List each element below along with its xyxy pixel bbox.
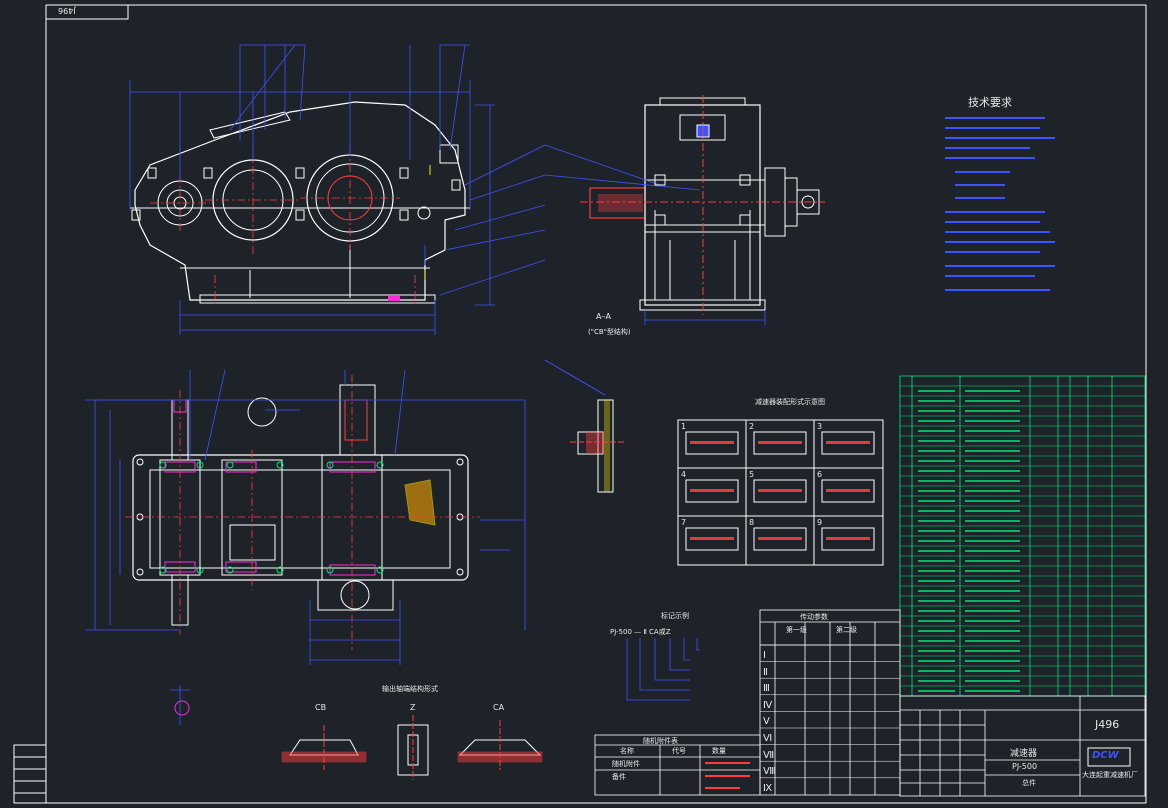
tech-requirements-title: 技术要求	[968, 96, 1012, 109]
ca-label: CA	[493, 703, 505, 712]
transmission-row-label: Ⅷ	[763, 766, 777, 778]
sheet-note: 总件	[1022, 779, 1036, 787]
cb-label: CB	[315, 703, 327, 712]
section-note: ("CB"型结构)	[588, 328, 631, 336]
accessories-title: 随机附件表	[643, 737, 678, 745]
transmission-row-label: Ⅵ	[763, 733, 773, 744]
layout-number: 6	[817, 470, 823, 479]
transmission-table-rows	[760, 644, 900, 779]
notation-leaders	[626, 638, 700, 701]
layout-number: 8	[749, 518, 755, 527]
sheet-border	[45, 4, 1147, 804]
left-margin-stamps	[13, 744, 47, 804]
transmission-row-label: Ⅲ	[763, 683, 770, 695]
tech-requirements	[945, 117, 1055, 291]
front-view	[129, 44, 546, 335]
title-name: 减速器	[1010, 749, 1038, 759]
accessories-row-2: 备件	[612, 773, 626, 781]
accessories-col-name: 名称	[620, 747, 634, 755]
accessories-values	[705, 762, 750, 789]
transmission-row-label: Ⅶ	[763, 749, 775, 761]
layout-number: 1	[681, 422, 687, 431]
stage1-label: 第一级	[786, 626, 807, 634]
layout-number: 7	[681, 518, 687, 527]
transmission-row-label: Ⅰ	[763, 650, 766, 661]
transmission-row-label: Ⅸ	[763, 782, 773, 794]
model-number: PJ-500	[1012, 762, 1038, 771]
transmission-row-label: Ⅳ	[763, 699, 773, 711]
notation-title: 标记示例	[661, 612, 689, 620]
section-label: A–A	[596, 312, 611, 321]
drawing-number: J496	[1095, 718, 1120, 731]
side-view	[544, 95, 825, 325]
sheet-number-stamp: J496	[58, 6, 76, 15]
company-name: 大连起重减速机厂	[1082, 771, 1138, 779]
transmission-row-label: Ⅱ	[763, 666, 768, 678]
notation-model: PJ-500 — Ⅱ CA或Z	[610, 628, 671, 636]
layout-number: 4	[681, 470, 687, 479]
accessories-table	[594, 734, 761, 796]
layout-title: 减速器装配形式示意图	[755, 398, 825, 406]
z-label: Z	[410, 703, 416, 712]
transmission-row-label: Ⅴ	[763, 716, 770, 728]
assembly-layouts	[677, 419, 884, 566]
company-logo: DCW	[1092, 750, 1119, 761]
accessories-col-qty: 数量	[712, 747, 726, 755]
transmission-title: 传动参数	[800, 613, 828, 621]
sheet-number-box	[45, 4, 129, 20]
parts-list-rows	[900, 385, 1145, 692]
accessories-row-1: 随机附件	[612, 760, 640, 768]
plan-view	[85, 369, 526, 725]
title-block	[899, 695, 1146, 797]
stage2-label: 第二级	[836, 626, 857, 634]
shaft-end-types-title: 输出轴端结构形式	[382, 685, 438, 693]
shaft-end-types	[281, 715, 543, 780]
layout-number: 3	[817, 422, 823, 431]
accessories-col-spec: 代号	[672, 747, 686, 755]
company-logo-box	[1087, 747, 1131, 767]
layout-number: 2	[749, 422, 755, 431]
layout-number: 5	[749, 470, 755, 479]
layout-number: 9	[817, 518, 823, 527]
transmission-table	[759, 609, 901, 796]
flange-detail	[544, 359, 625, 493]
